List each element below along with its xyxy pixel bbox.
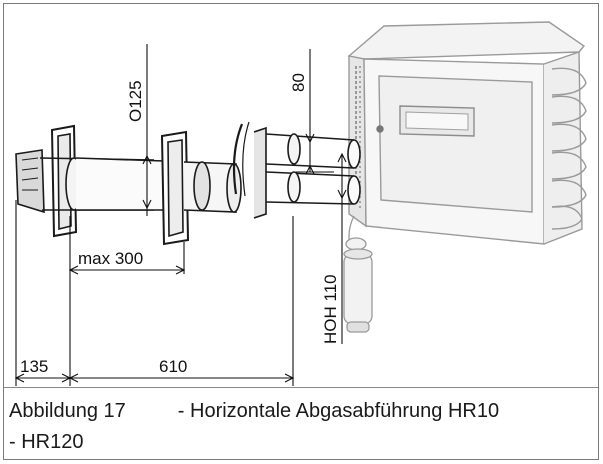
- flue-assembly: [15, 121, 361, 246]
- drawing-svg: O125 80 max 300 HOH 110 135 610: [14, 21, 587, 386]
- technical-drawing: O125 80 max 300 HOH 110 135 610: [4, 4, 598, 387]
- caption-continuation: - HR120: [9, 431, 84, 453]
- caption-text: - Horizontale Abgasabführung HR10: [177, 400, 500, 422]
- heater-unit: [347, 21, 587, 245]
- dim-610-label: 610: [159, 357, 187, 376]
- condensate-trap: [343, 215, 373, 333]
- dim-135-label: 135: [20, 357, 48, 376]
- figure-caption: Abbildung 17 - Horizontale Abgasabführung…: [9, 396, 594, 458]
- dim-hoh110-label: HOH 110: [321, 274, 340, 344]
- dim-80-label: 80: [289, 73, 308, 92]
- dim-max300-label: max 300: [78, 249, 143, 268]
- caption-label: Abbildung 17: [9, 400, 126, 422]
- dim-diameter-label: O125: [126, 80, 145, 122]
- figure-frame: O125 80 max 300 HOH 110 135 610 Abbildun…: [3, 3, 599, 460]
- caption-divider: [4, 387, 598, 388]
- dimension-lines: [14, 44, 347, 386]
